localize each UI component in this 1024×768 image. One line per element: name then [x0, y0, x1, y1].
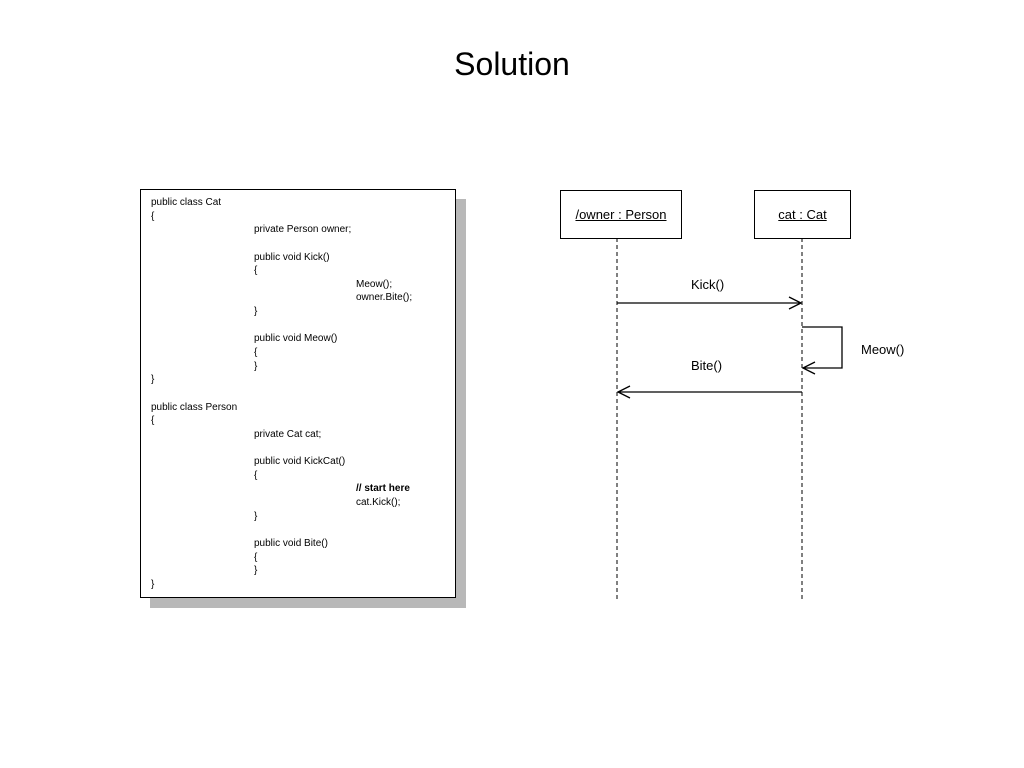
code-line-text: { — [151, 415, 155, 427]
bite-message-label: Bite() — [691, 358, 723, 373]
code-line-text: } — [254, 306, 258, 318]
code-line-text: private Person owner; — [254, 224, 352, 236]
code-line-text: } — [254, 510, 258, 522]
kick-message-label: Kick() — [691, 277, 725, 292]
code-line-text: { — [254, 469, 258, 481]
cat-lifeline-box: cat : Cat — [754, 190, 851, 239]
meow-message-label: Meow() — [861, 342, 905, 357]
code-line-text: } — [151, 578, 155, 590]
code-line-text: } — [254, 565, 258, 577]
code-line-text: public class Person — [151, 401, 238, 413]
code-line-text: { — [254, 347, 258, 359]
code-line-text: cat.Kick(); — [356, 497, 401, 509]
code-line-text: public class Cat — [151, 197, 222, 208]
code-line-text: public void Kick() — [254, 251, 330, 263]
code-line-text: } — [254, 360, 258, 372]
meow-self-message-arrow — [802, 326, 843, 368]
code-line-text: { — [151, 210, 155, 222]
code-line-text: public void KickCat() — [254, 456, 346, 468]
slide-title: Solution — [454, 46, 570, 82]
code-line-text: owner.Bite(); — [356, 292, 413, 304]
code-line-text: Meow(); — [356, 278, 393, 290]
code-line-text: { — [254, 551, 258, 563]
code-line-text: { — [254, 265, 258, 277]
code-line-text: } — [151, 374, 155, 386]
code-line-text: private Cat cat; — [254, 428, 322, 440]
owner-lifeline-box: /owner : Person — [560, 190, 682, 239]
code-line-text: public void Meow() — [254, 333, 338, 345]
code-listing-box: public class Cat { private Person owner; pu… — [140, 189, 456, 598]
code-line-text: // start here — [356, 483, 410, 495]
code-line-text: public void Bite() — [254, 538, 328, 550]
